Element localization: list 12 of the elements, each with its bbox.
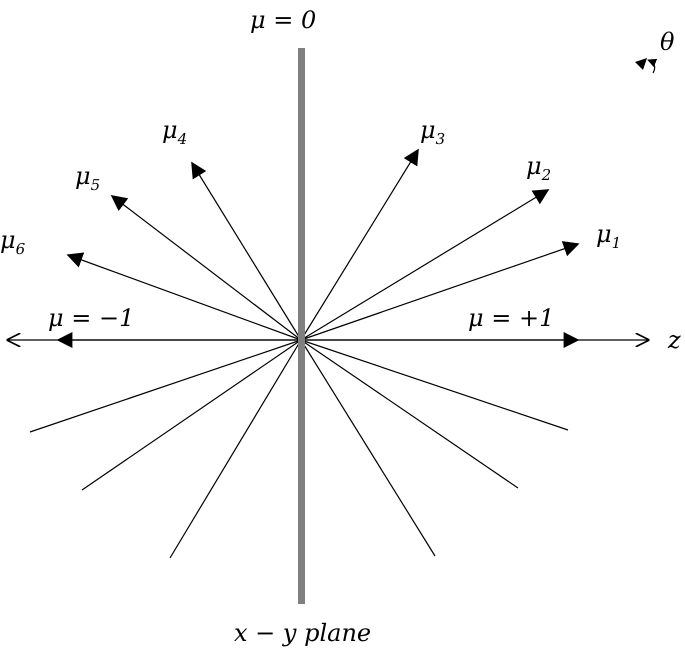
axis-label: μ$_{1}$ bbox=[596, 222, 622, 251]
axis-label: θ bbox=[660, 30, 674, 54]
axis-label: μ = −1 bbox=[48, 306, 134, 330]
axis-label: μ$_{6}$ bbox=[0, 228, 26, 257]
axis-label: μ$_{3}$ bbox=[420, 118, 446, 147]
axis-label: μ$_{2}$ bbox=[526, 154, 552, 183]
axis-label: z bbox=[668, 328, 681, 352]
axis-label: x − y plane bbox=[234, 621, 372, 645]
axis-label: μ = +1 bbox=[468, 306, 554, 330]
axis-label: μ$_{5}$ bbox=[75, 164, 100, 193]
axis-label: μ$_{4}$ bbox=[162, 118, 188, 147]
axis-label: μ = 0 bbox=[250, 8, 316, 32]
